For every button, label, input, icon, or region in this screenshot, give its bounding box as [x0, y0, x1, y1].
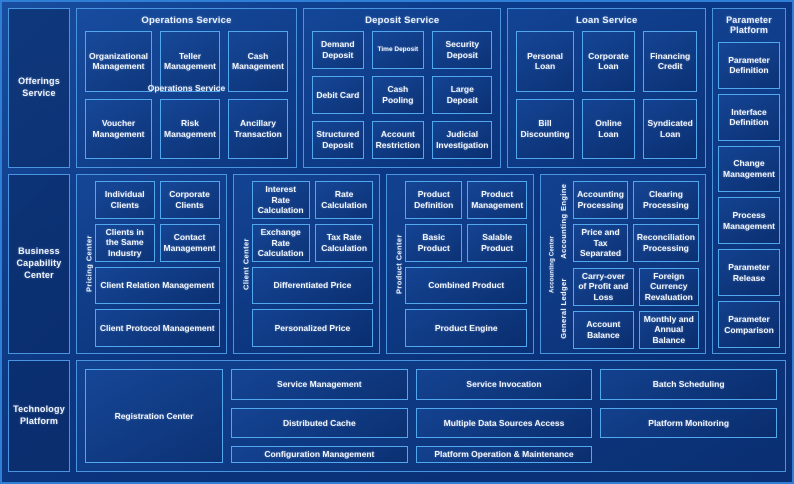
cell-personal-loan[interactable]: Personal Loan — [516, 31, 574, 92]
group-operations-service: Operations Service Operations Service Or… — [76, 8, 297, 168]
group-deposit-service: Deposit Service Demand Deposit Time Depo… — [302, 8, 502, 168]
offerings-label-line-1: Offerings — [18, 76, 60, 87]
cell-process-management[interactable]: Process Management — [718, 197, 780, 245]
cell-clients-same-industry[interactable]: Clients in the Same Industry — [95, 223, 155, 262]
cell-syndicated-loan[interactable]: Syndicated Loan — [643, 98, 698, 159]
technology-label-line-2: Platform — [19, 416, 59, 426]
group-loan-service: Loan Service Personal Loan Corporate Loa… — [507, 8, 707, 168]
cell-multiple-data-sources-access[interactable]: Multiple Data Sources Access — [415, 407, 593, 439]
cell-platform-monitoring[interactable]: Platform Monitoring — [600, 407, 777, 439]
cell-corporate-loan[interactable]: Corporate Loan — [581, 31, 636, 92]
technology-platform-row: Technology Platform Registration Center … — [8, 360, 786, 472]
technology-label-line-1: Technology — [13, 404, 65, 415]
cell-teller-management[interactable]: Teller Management — [160, 31, 220, 92]
cell-structured-deposit[interactable]: Structured Deposit — [311, 121, 364, 159]
cell-cash-management[interactable]: Cash Management — [228, 31, 288, 92]
cell-product-management[interactable]: Product Management — [467, 181, 528, 219]
cell-corporate-clients[interactable]: Corporate Clients — [159, 181, 220, 219]
accounting-center-vertical-label: Accounting Center — [549, 235, 556, 293]
cell-platform-operation-maintenance[interactable]: Platform Operation & Maintenance — [415, 446, 593, 463]
cell-product-engine[interactable]: Product Engine — [405, 309, 528, 347]
cell-combined-product[interactable]: Combined Product — [405, 266, 528, 305]
cell-interest-rate-calculation[interactable]: Interest Rate Calculation — [251, 181, 310, 219]
cell-monthly-annual-balance[interactable]: Monthly and Annual Balance — [638, 310, 699, 349]
cell-account-balance[interactable]: Account Balance — [573, 310, 634, 349]
pricing-center-vertical-label: Pricing Center — [84, 235, 94, 293]
business-label-line-1: Business — [18, 246, 60, 257]
cell-time-deposit[interactable]: Time Deposit — [371, 31, 425, 69]
accounting-engine-vertical-label: Accounting Engine — [559, 183, 569, 259]
group-client-center: Client Center Interest Rate Calculation … — [232, 174, 381, 354]
cell-parameter-comparison[interactable]: Parameter Comparison — [718, 301, 780, 348]
cell-voucher-management[interactable]: Voucher Management — [85, 98, 153, 159]
cell-risk-management[interactable]: Risk Management — [160, 98, 220, 159]
business-capability-row: Business Capability Center Pricing Cente… — [8, 174, 786, 354]
cell-personalized-price[interactable]: Personalized Price — [251, 309, 374, 347]
offerings-service-label: Offerings Service — [8, 8, 70, 168]
cell-account-restriction[interactable]: Account Restriction — [371, 121, 425, 159]
cell-interface-definition[interactable]: Interface Definition — [718, 93, 780, 141]
product-center-vertical-label: Product Center — [394, 234, 404, 294]
technology-platform-content: Registration Center Service Management S… — [76, 360, 786, 472]
cell-distributed-cache[interactable]: Distributed Cache — [231, 407, 408, 439]
cell-exchange-rate-calculation[interactable]: Exchange Rate Calculation — [251, 223, 310, 262]
cell-foreign-currency-revaluation[interactable]: Foreign Currency Revaluation — [638, 267, 699, 306]
cell-differentiated-price[interactable]: Differentiated Price — [251, 266, 374, 305]
cell-online-loan[interactable]: Online Loan — [581, 98, 636, 159]
cell-product-definition[interactable]: Product Definition — [405, 181, 463, 219]
cell-service-invocation[interactable]: Service Invocation — [415, 369, 593, 400]
cell-contact-management[interactable]: Contact Management — [159, 223, 220, 262]
cell-clearing-processing[interactable]: Clearing Processing — [632, 181, 699, 219]
cell-configuration-management[interactable]: Configuration Management — [231, 446, 408, 463]
cell-client-protocol-management[interactable]: Client Protocol Management — [95, 309, 220, 347]
cell-organizational-management[interactable]: Organizational Management — [85, 31, 153, 92]
business-label-line-2: Capability — [16, 258, 62, 269]
cell-service-management[interactable]: Service Management — [231, 369, 408, 400]
cell-carry-over-profit-loss[interactable]: Carry-over of Profit and Loss — [573, 267, 634, 306]
deposit-service-title: Deposit Service — [365, 15, 440, 26]
cell-change-management[interactable]: Change Management — [718, 145, 780, 193]
group-parameter-platform: Parameter Platform Parameter Definition … — [712, 8, 786, 354]
cell-bill-discounting[interactable]: Bill Discounting — [516, 98, 574, 159]
cell-tax-rate-calculation[interactable]: Tax Rate Calculation — [314, 223, 374, 262]
cell-price-and-tax-separated[interactable]: Price and Tax Separated — [573, 223, 628, 262]
group-product-center: Product Center Product Definition Produc… — [386, 174, 535, 354]
cell-ancillary-transaction[interactable]: Ancillary Transaction — [228, 98, 288, 159]
parameter-platform-title-line-1: Parameter — [726, 15, 772, 25]
cell-salable-product[interactable]: Salable Product — [467, 223, 528, 262]
business-label-line-3: Center — [24, 269, 54, 280]
cell-client-relation-management[interactable]: Client Relation Management — [95, 266, 220, 305]
cell-reconciliation-processing[interactable]: Reconciliation Processing — [632, 223, 699, 262]
client-center-vertical-label: Client Center — [241, 238, 250, 290]
cell-parameter-definition[interactable]: Parameter Definition — [718, 42, 780, 89]
cell-parameter-release[interactable]: Parameter Release — [718, 249, 780, 297]
operations-service-title: Operations Service — [141, 15, 232, 26]
cell-demand-deposit[interactable]: Demand Deposit — [311, 31, 364, 69]
cell-registration-center[interactable]: Registration Center — [85, 369, 223, 463]
cell-judicial-investigation[interactable]: Judicial Investigation — [432, 121, 493, 159]
business-capability-center-label: Business Capability Center — [8, 174, 70, 354]
loan-service-title: Loan Service — [575, 15, 638, 26]
general-ledger-vertical-label: General Ledger — [559, 277, 569, 339]
cell-rate-calculation[interactable]: Rate Calculation — [314, 181, 374, 219]
cell-large-deposit[interactable]: Large Deposit — [432, 76, 493, 114]
offerings-service-row: Offerings Service Operations Service Ope… — [8, 8, 786, 168]
offerings-label-line-2: Service — [22, 88, 56, 98]
cell-financing-credit[interactable]: Financing Credit — [643, 31, 698, 92]
group-accounting-center: Accounting Center Accounting Engine Acco… — [540, 174, 706, 354]
cell-basic-product[interactable]: Basic Product — [405, 223, 463, 262]
group-pricing-center: Pricing Center Individual Clients Corpor… — [76, 174, 227, 354]
technology-platform-label: Technology Platform — [8, 360, 70, 472]
parameter-platform-title: Parameter Platform — [726, 13, 772, 37]
parameter-platform-title-line-2: Platform — [729, 25, 769, 35]
cell-batch-scheduling[interactable]: Batch Scheduling — [600, 369, 777, 400]
cell-individual-clients[interactable]: Individual Clients — [95, 181, 155, 219]
cell-accounting-processing[interactable]: Accounting Processing — [573, 181, 628, 219]
cell-cash-pooling[interactable]: Cash Pooling — [371, 76, 425, 114]
cell-security-deposit[interactable]: Security Deposit — [432, 31, 493, 69]
cell-debit-card[interactable]: Debit Card — [311, 76, 364, 114]
